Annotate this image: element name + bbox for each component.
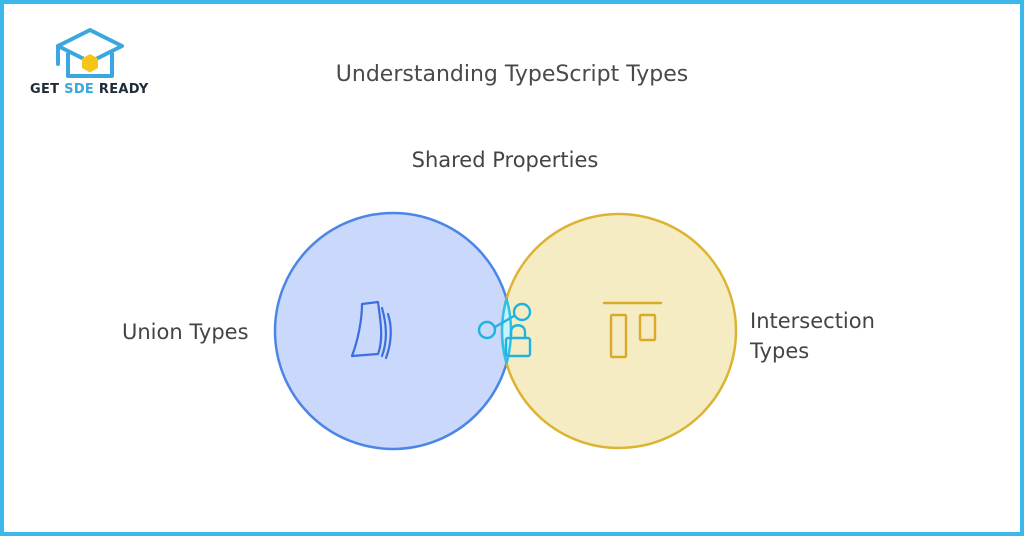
brand-name-part1: GET	[30, 82, 60, 97]
graduation-house-icon	[56, 28, 124, 78]
brand-name: GET SDE READY	[30, 82, 149, 97]
union-types-label: Union Types	[122, 320, 249, 344]
page-title: Understanding TypeScript Types	[335, 62, 689, 87]
union-types-circle	[273, 211, 513, 451]
hexagon-icon	[82, 54, 98, 73]
intersection-types-label-line2: Types	[750, 339, 810, 363]
layout-columns-icon	[602, 301, 663, 359]
pages-icon	[350, 300, 392, 360]
get-sde-ready-logo	[56, 28, 124, 78]
brand-name-accent: SDE	[64, 82, 95, 97]
intersection-types-circle	[500, 212, 738, 450]
share-lock-icon	[477, 302, 532, 358]
brand-name-part2: READY	[98, 82, 149, 97]
shared-properties-overlap	[500, 213, 511, 449]
intersection-types-label: Intersection Types	[750, 306, 875, 366]
shared-properties-label: Shared Properties	[411, 148, 599, 172]
intersection-types-label-line1: Intersection	[750, 309, 875, 333]
